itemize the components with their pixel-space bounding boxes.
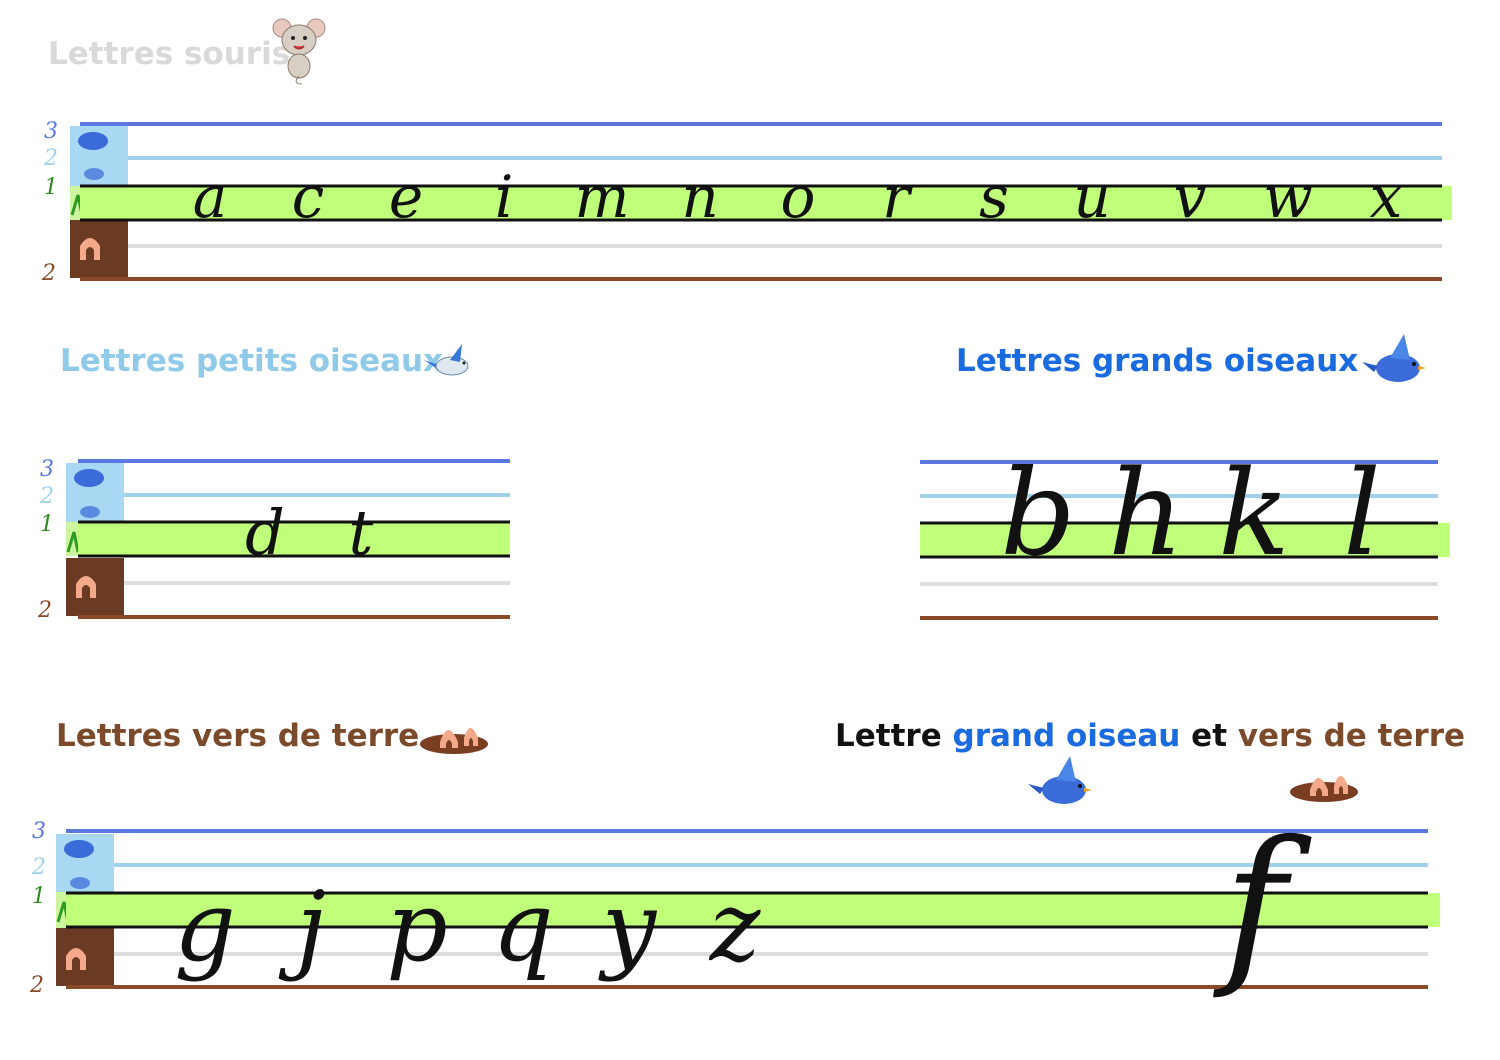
row-number-3: 3 <box>32 819 46 844</box>
row-number-2: 2 <box>31 855 46 880</box>
heading-combo-part4: vers de terre <box>1237 718 1466 754</box>
cursive-letter-e: e <box>389 163 423 231</box>
big-bird-icon <box>1362 334 1426 382</box>
heading-big-bird-letters: Lettres grands oiseaux <box>956 343 1359 379</box>
row-number-2-bottom: 2 <box>37 598 52 623</box>
cursive-letter-q: q <box>492 871 553 983</box>
cursive-letter-v: v <box>1174 163 1207 231</box>
cursive-letter-z: z <box>709 871 762 983</box>
earthworm-icon <box>420 728 488 754</box>
big-bird-icon <box>1028 756 1092 804</box>
cursive-letter-m: m <box>575 163 630 231</box>
cursive-letter-b: b <box>1000 444 1076 582</box>
cursive-letter-p: p <box>386 871 447 983</box>
row-number-2: 2 <box>39 484 54 509</box>
cursive-letter-a: a <box>193 163 228 231</box>
heading-small-bird-letters: Lettres petits oiseaux <box>60 343 444 379</box>
row-number-2-bottom: 2 <box>29 973 44 998</box>
earthworm-icon <box>1290 776 1358 802</box>
cursive-letter-t: t <box>349 496 374 569</box>
row-number-2: 2 <box>43 146 58 171</box>
cursive-letter-w: w <box>1263 163 1313 231</box>
mouse-icon <box>272 18 326 85</box>
cursive-letter-u: u <box>1073 163 1110 231</box>
cursive-letter-g: g <box>174 871 235 983</box>
heading-combo-part3: et <box>1191 718 1228 754</box>
cursive-letter-n: n <box>681 163 718 231</box>
heading-mouse-letters: Lettres souris <box>48 36 291 72</box>
row-number-1: 1 <box>32 884 46 909</box>
heading-combo-letter: Lettre grand oiseau et vers de terre <box>835 718 1465 754</box>
row-number-1: 1 <box>40 512 54 537</box>
cursive-letter-o: o <box>781 163 816 231</box>
cursive-letter-x: x <box>1370 163 1403 231</box>
cursive-letter-l: l <box>1343 444 1381 582</box>
cursive-letter-d: d <box>245 496 285 569</box>
row-number-1: 1 <box>44 175 58 200</box>
row-number-3: 3 <box>40 457 54 482</box>
cursive-letter-s: s <box>979 163 1009 231</box>
heading-worm-letters: Lettres vers de terre <box>56 718 420 754</box>
row-number-3: 3 <box>44 119 58 144</box>
small-bird-icon <box>424 344 469 376</box>
cursive-letter-y: y <box>598 871 658 983</box>
row-number-2-bottom: 2 <box>41 261 56 286</box>
cursive-letter-k: k <box>1218 444 1290 582</box>
cursive-letter-h: h <box>1108 444 1184 582</box>
cursive-letter-r: r <box>882 163 913 231</box>
cursive-letter-i: i <box>495 163 514 231</box>
heading-combo-part1: Lettre <box>835 718 942 754</box>
heading-combo-part2: grand oiseau <box>952 718 1181 754</box>
cursive-letter-c: c <box>292 163 324 231</box>
